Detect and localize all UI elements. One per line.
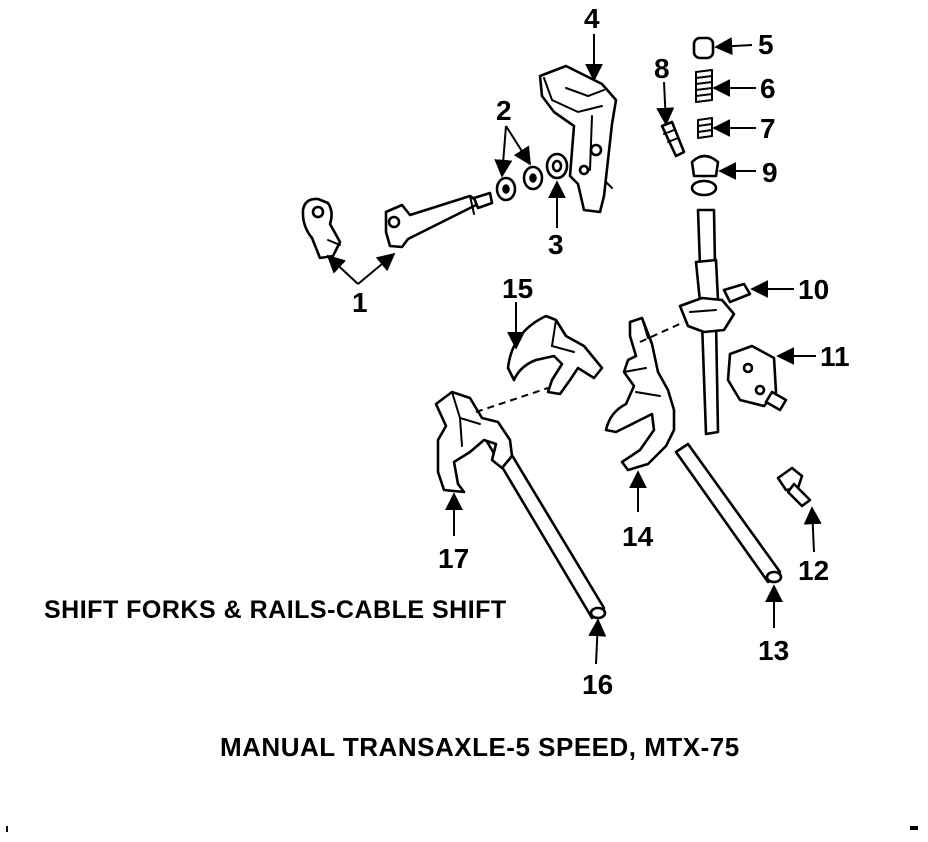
callout-3: 3	[548, 229, 564, 260]
callout-10: 10	[798, 274, 829, 305]
alignment-lines	[475, 321, 685, 413]
callout-12: 12	[798, 555, 829, 586]
callout-13: 13	[758, 635, 789, 666]
callout-1: 1	[352, 287, 368, 318]
part-17-fork	[434, 390, 514, 494]
callout-6: 6	[760, 73, 776, 104]
callout-15: 15	[502, 273, 533, 304]
callout-8: 8	[654, 53, 670, 84]
part-4-shift-housing	[538, 64, 618, 214]
part-14-fork	[604, 316, 676, 472]
part-1-shift-lever	[301, 197, 342, 260]
callout-17: 17	[438, 543, 469, 574]
callout-16: 16	[582, 669, 613, 700]
part-2-bushings	[495, 165, 544, 202]
part-7-spring	[697, 117, 713, 139]
callout-2: 2	[496, 95, 512, 126]
callout-4: 4	[584, 3, 600, 34]
scan-specks	[6, 826, 918, 832]
callout-labels: 1 2 3 4 5 6 7 8 9 10 11 12 13 14 15 16 1…	[352, 3, 850, 700]
leader-lines	[326, 34, 822, 665]
part-9-plunger	[690, 154, 720, 197]
part-15-fork	[506, 314, 604, 396]
diagram-title: MANUAL TRANSAXLE-5 SPEED, MTX-75	[220, 732, 740, 762]
part-6-spring	[695, 69, 713, 103]
callout-7: 7	[760, 113, 776, 144]
diagram-subtitle: SHIFT FORKS & RAILS-CABLE SHIFT	[44, 596, 507, 624]
part-11-interlock	[726, 344, 788, 412]
part-5-cap	[692, 36, 715, 60]
callout-11: 11	[820, 341, 850, 372]
part-13-rail	[674, 442, 783, 584]
part-10-main-rail	[678, 208, 752, 436]
callout-5: 5	[758, 29, 774, 60]
callout-14: 14	[622, 521, 654, 552]
part-3-seal	[545, 152, 569, 180]
part-1-selector-shaft	[384, 191, 494, 249]
part-8-pin	[660, 120, 686, 158]
callout-9: 9	[762, 157, 778, 188]
part-12-bolt	[776, 466, 812, 508]
